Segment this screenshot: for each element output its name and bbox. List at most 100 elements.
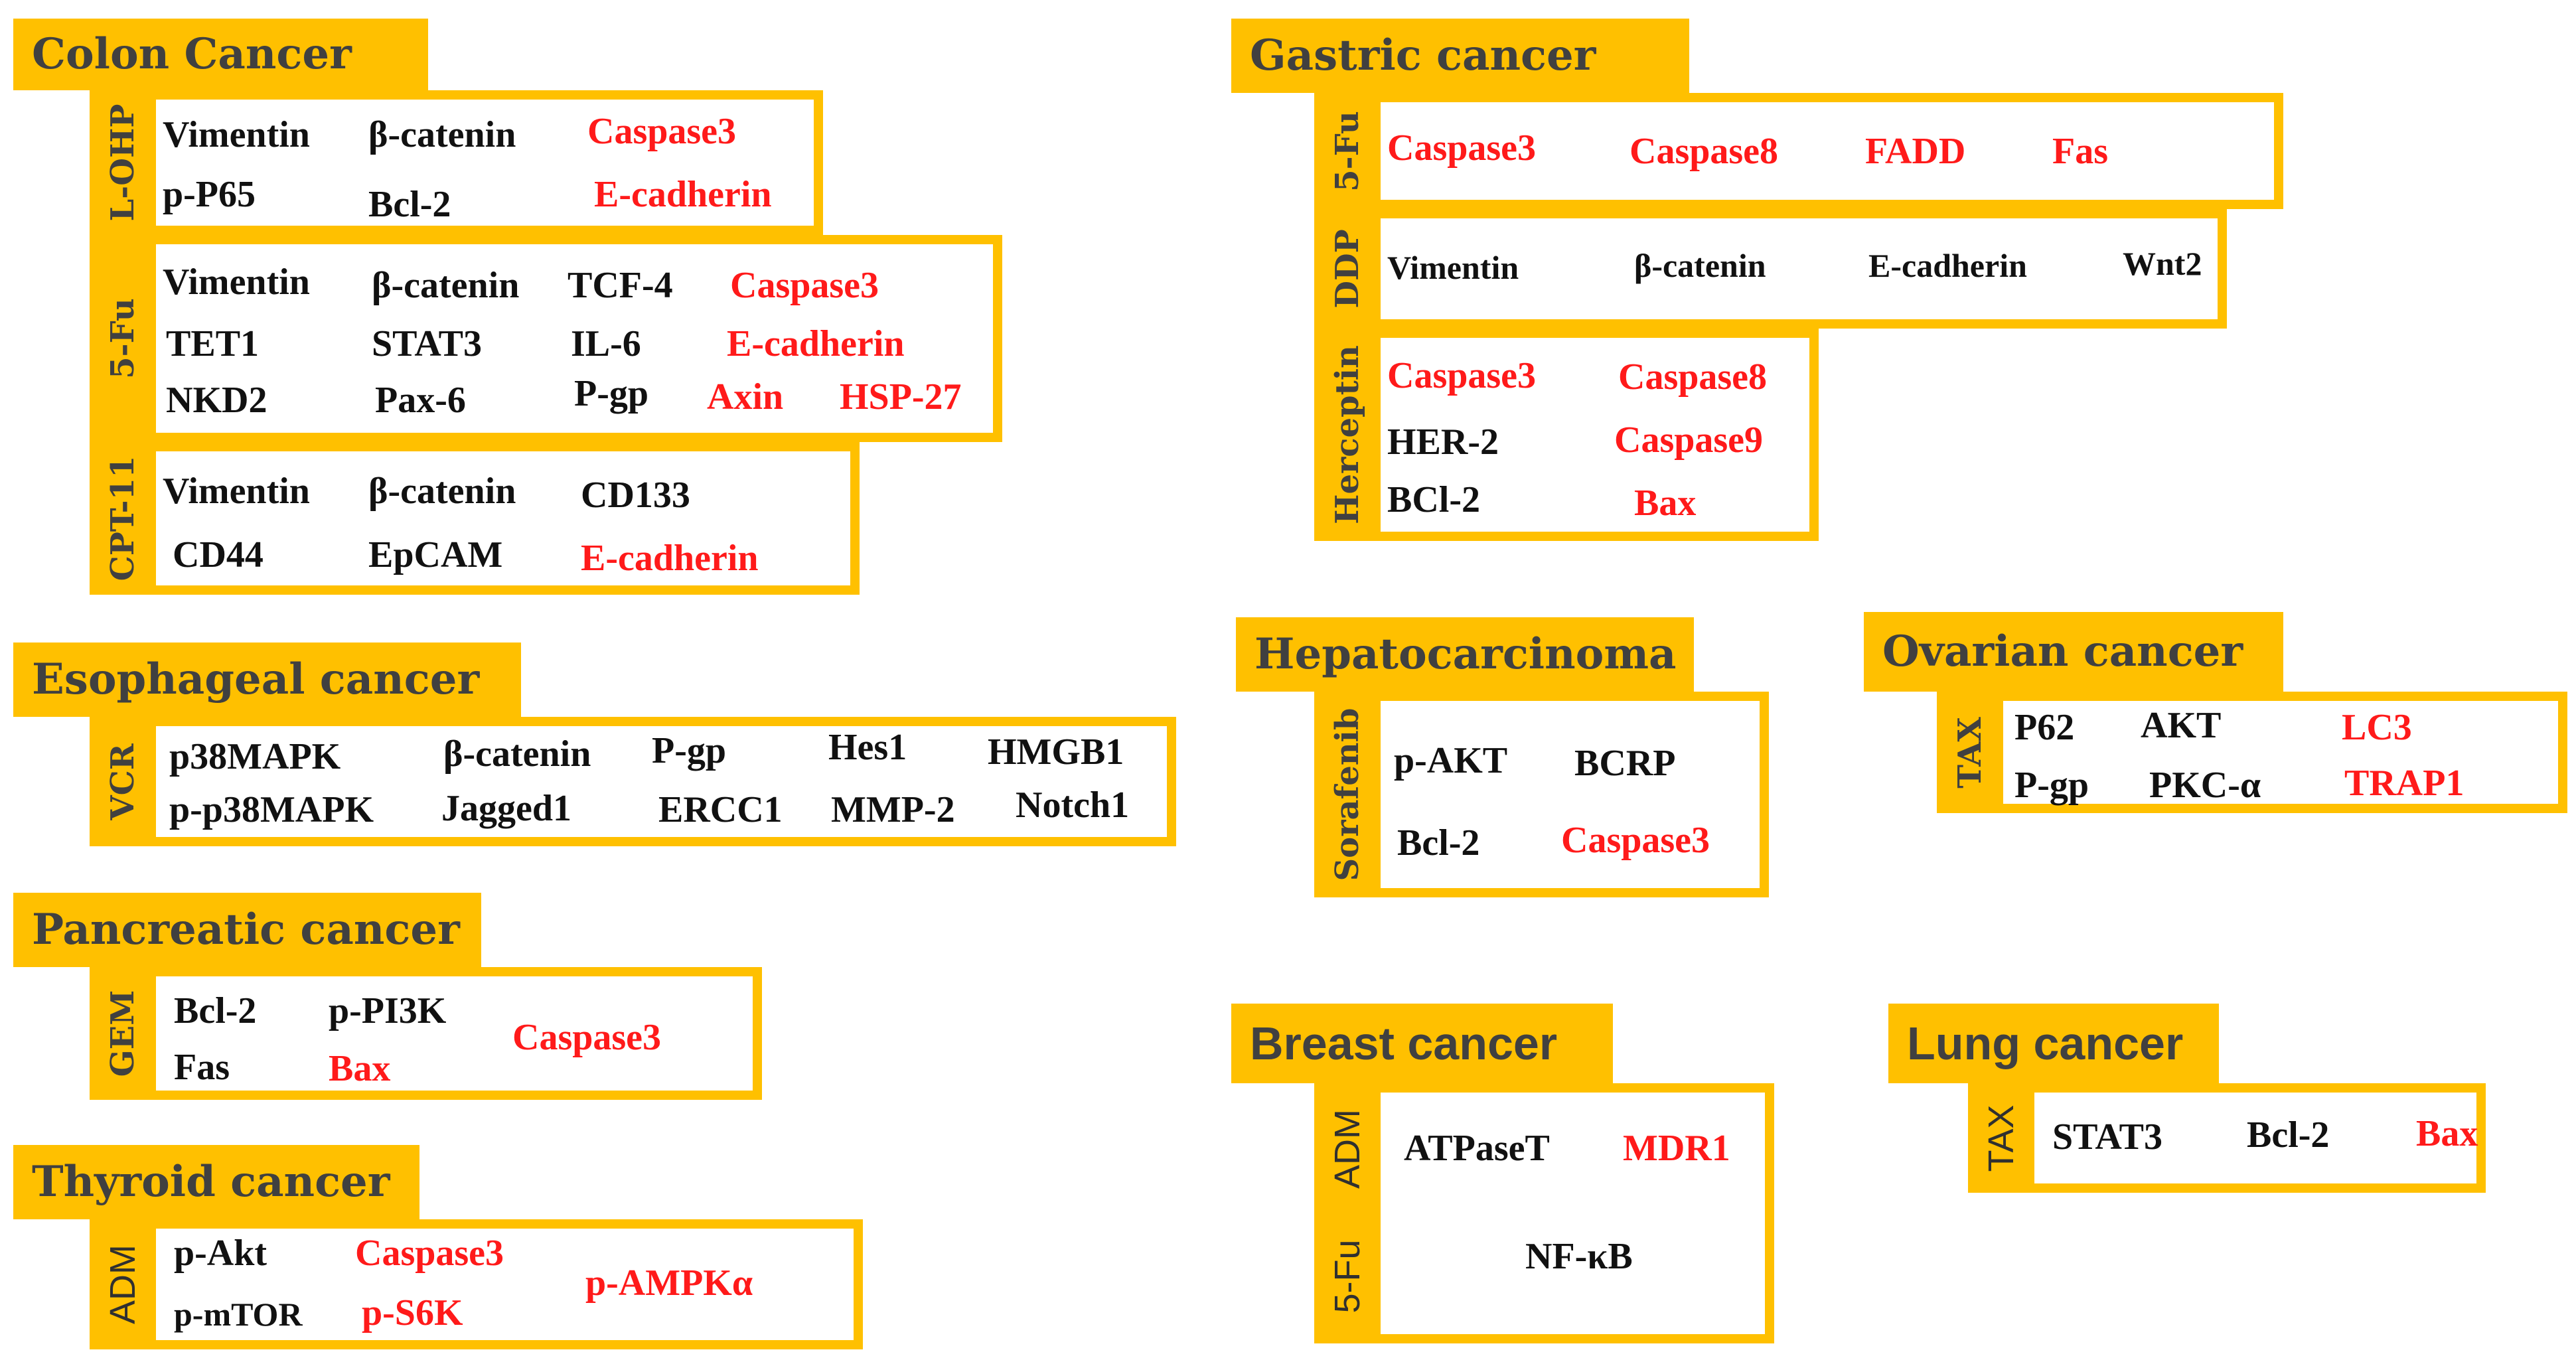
breast-adm-tab: ADM: [1314, 1086, 1381, 1212]
pancreatic-gem-tab: GEM: [90, 970, 156, 1097]
marker-axin: Axin: [707, 376, 784, 417]
marker-wnt2: Wnt2: [2123, 245, 2202, 282]
marker-fas: Fas: [2052, 131, 2108, 172]
marker-hmgb1: HMGB1: [988, 731, 1124, 773]
breast-5fu-tab: 5-Fu: [1314, 1212, 1381, 1341]
marker-notch1: Notch1: [1016, 785, 1130, 826]
marker-bcl-2: Bcl-2: [1397, 822, 1480, 864]
marker-e-cadherin: E-cadherin: [1868, 247, 2027, 284]
marker-p-akt: p-AKT: [1394, 740, 1508, 781]
marker-p-p65: p-P65: [163, 174, 256, 215]
marker-beta-catenin: β-catenin: [443, 733, 591, 775]
marker-p38mapk: p38MAPK: [169, 736, 341, 777]
colon-cancer-header: Colon Cancer: [13, 19, 428, 90]
marker-caspase3: Caspase3: [1561, 820, 1710, 861]
pancreatic-cancer-header: Pancreatic cancer: [13, 893, 481, 967]
marker-hes1: Hes1: [828, 727, 907, 768]
drug-label-5fu: 5-Fu: [1327, 1239, 1367, 1314]
marker-beta-catenin: β-catenin: [368, 471, 516, 512]
marker-vimentin: Vimentin: [163, 262, 310, 303]
marker-p-gp: P-gp: [2014, 765, 2089, 806]
marker-p-mtor: p-mTOR: [174, 1296, 303, 1333]
drug-label-sorafenib: Sorafenib: [1329, 708, 1366, 881]
thyroid-adm-tab: ADM: [90, 1222, 156, 1347]
marker-epcam: EpCAM: [368, 534, 503, 575]
lung-tax-tab: TAX: [1968, 1086, 2034, 1190]
marker-fas: Fas: [174, 1047, 230, 1088]
gastric-5fu-tab: 5-Fu: [1314, 96, 1381, 206]
marker-beta-catenin: β-catenin: [368, 114, 516, 155]
breast-cancer-header: Breast cancer: [1231, 1004, 1613, 1083]
marker-fadd: FADD: [1865, 131, 1966, 172]
marker-lc3: LC3: [2342, 707, 2412, 748]
hepato-sorafenib-tab: Sorafenib: [1314, 694, 1381, 895]
marker-tcf-4: TCF-4: [568, 265, 673, 306]
marker-caspase3: Caspase3: [730, 265, 879, 306]
marker-vimentin: Vimentin: [1387, 249, 1519, 286]
marker-stat3: STAT3: [2052, 1116, 2162, 1158]
breast-drug-box: [1371, 1083, 1774, 1343]
pancreatic-gem-box: [146, 967, 762, 1100]
marker-pax-6: Pax-6: [375, 380, 466, 421]
gastric-herceptin-box: [1371, 329, 1819, 541]
marker-nf-kb: NF-κB: [1525, 1236, 1633, 1277]
marker-pkc-alpha: PKC-α: [2149, 765, 2261, 806]
marker-p-akt: p-Akt: [174, 1233, 267, 1274]
marker-bcl-2: Bcl-2: [368, 184, 451, 225]
marker-caspase8: Caspase8: [1618, 356, 1768, 398]
esophageal-cancer-header: Esophageal cancer: [13, 643, 521, 717]
marker-bcrp: BCRP: [1574, 743, 1676, 784]
drug-label-ddp: DDP: [1329, 229, 1366, 309]
marker-e-cadherin: E-cadherin: [594, 174, 772, 215]
marker-caspase3: Caspase3: [512, 1017, 662, 1058]
colon-5fu-tab: 5-Fu: [90, 238, 156, 439]
marker-p-gp: P-gp: [652, 730, 726, 771]
marker-caspase3: Caspase3: [1387, 127, 1537, 169]
colon-l-ohp-tab: L-OHP: [90, 93, 156, 232]
marker-p62: P62: [2014, 707, 2075, 748]
marker-trap1: TRAP1: [2344, 763, 2464, 804]
marker-beta-catenin: β-catenin: [372, 265, 520, 306]
marker-e-cadherin: E-cadherin: [581, 538, 759, 579]
marker-caspase3: Caspase3: [1387, 355, 1537, 396]
marker-p-s6k: p-S6K: [362, 1292, 463, 1333]
drug-label-5fu: 5-Fu: [1329, 110, 1366, 192]
thyroid-cancer-header: Thyroid cancer: [13, 1145, 419, 1219]
marker-caspase8: Caspase8: [1629, 131, 1779, 172]
marker-p-gp: P-gp: [574, 373, 648, 414]
marker-p-p38mapk: p-p38MAPK: [169, 789, 374, 830]
marker-cd133: CD133: [581, 475, 690, 516]
drug-label-gem: GEM: [104, 990, 141, 1077]
drug-label-5fu: 5-Fu: [104, 298, 141, 379]
marker-e-cadherin: E-cadherin: [727, 323, 905, 364]
marker-jagged1: Jagged1: [441, 788, 571, 829]
drug-label-vcr: VCR: [104, 743, 141, 820]
lung-cancer-header: Lung cancer: [1888, 1004, 2219, 1083]
hepato-sorafenib-box: [1371, 692, 1769, 897]
drug-label-tax: TAX: [1981, 1104, 2021, 1172]
ovarian-cancer-header: Ovarian cancer: [1864, 612, 2283, 692]
marker-nkd2: NKD2: [166, 380, 267, 421]
colon-cpt11-box: [146, 442, 860, 595]
marker-p-pi3k: p-PI3K: [329, 990, 447, 1031]
marker-caspase3: Caspase3: [587, 111, 737, 152]
ovarian-tax-tab: TAX: [1937, 694, 2003, 810]
drug-label-adm: ADM: [103, 1245, 143, 1324]
marker-mmp-2: MMP-2: [831, 789, 955, 830]
drug-label-herceptin: Herceptin: [1329, 345, 1366, 524]
marker-bax: Bax: [2416, 1113, 2478, 1154]
drug-label-adm: ADM: [1327, 1109, 1367, 1189]
gastric-cancer-header: Gastric cancer: [1231, 19, 1689, 93]
esophageal-vcr-tab: VCR: [90, 720, 156, 844]
marker-beta-catenin: β-catenin: [1634, 247, 1766, 284]
marker-hsp-27: HSP-27: [840, 376, 962, 417]
marker-bcl-2: BCl-2: [1387, 479, 1480, 520]
marker-bcl-2: Bcl-2: [2247, 1114, 2330, 1156]
marker-ercc1: ERCC1: [658, 789, 783, 830]
drug-label-tax: TAX: [1951, 716, 1989, 789]
marker-p-ampk-alpha: p-AMPKα: [585, 1262, 753, 1304]
marker-bax: Bax: [1634, 483, 1697, 524]
marker-vimentin: Vimentin: [163, 471, 310, 512]
drug-label-cpt-11: CPT-11: [104, 455, 141, 581]
